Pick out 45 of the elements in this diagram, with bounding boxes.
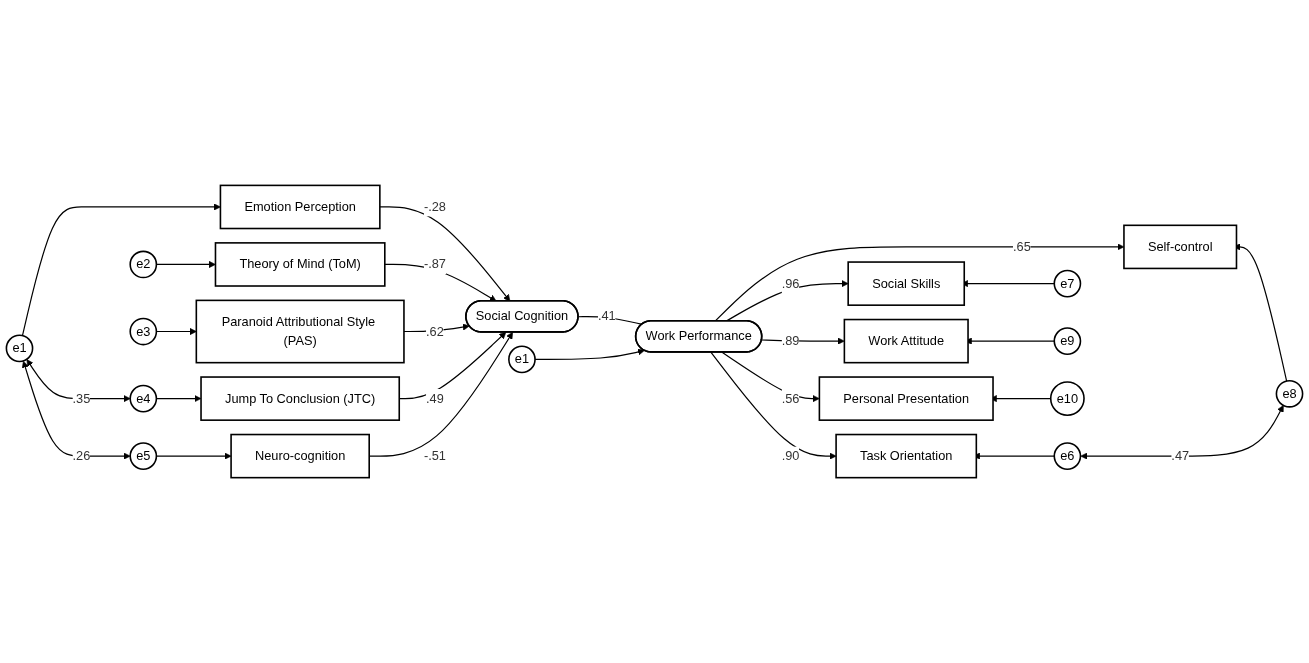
edge-label: .90 [781, 448, 800, 463]
edge-label: .26 [72, 448, 91, 463]
node-circle: e5 [129, 442, 158, 470]
edge-label: .47 [1171, 448, 1190, 463]
arrow [384, 263, 497, 302]
node-circle: e4 [129, 384, 158, 413]
node-circle: e2 [129, 250, 158, 279]
node-box: Paranoid Attributional Style (PAS) [195, 299, 405, 364]
node-circle: e3 [129, 317, 158, 346]
node-box: Task Orientation [835, 433, 978, 479]
node-box: Social Skills [847, 261, 966, 306]
edge-label: -.51 [423, 448, 446, 463]
node-box: Personal Presentation [818, 376, 994, 421]
arrow [379, 206, 511, 302]
arrow [1080, 405, 1284, 460]
edge-label: .62 [426, 324, 444, 338]
edge-label: .96 [781, 276, 800, 290]
edge-label: -.28 [423, 199, 446, 214]
node-box: Work Attitude [843, 318, 969, 364]
node-circle: e7 [1053, 269, 1082, 298]
edge-label: -.87 [423, 257, 446, 271]
arrow [403, 323, 470, 333]
arrow [725, 280, 849, 322]
node-circle: e10 [1049, 381, 1085, 417]
node-box: Jump To Conclusion (JTC) [200, 376, 401, 421]
node-circle: e6 [1053, 442, 1082, 470]
edge-label: .56 [781, 391, 800, 405]
node-circle: e1 [5, 334, 34, 363]
edge-label: .65 [1012, 239, 1031, 254]
edge-label: .35 [72, 391, 91, 405]
node-box: Emotion Perception [219, 184, 381, 230]
node-box: Neuro-cognition [230, 433, 370, 479]
node-box: Theory of Mind (ToM) [214, 242, 386, 287]
arrow [710, 351, 837, 460]
arrow [721, 351, 820, 403]
edge-label: .89 [781, 333, 800, 348]
edge-label: .49 [426, 391, 444, 405]
node-circle: e8 [1275, 379, 1304, 408]
node-circle: e1 [508, 345, 536, 374]
edge-label: .41 [597, 309, 616, 323]
node-box: Self-control [1123, 224, 1238, 270]
arrow [26, 359, 131, 403]
node-circle: e9 [1053, 327, 1082, 355]
arrow [21, 360, 131, 460]
arrow [21, 203, 221, 337]
